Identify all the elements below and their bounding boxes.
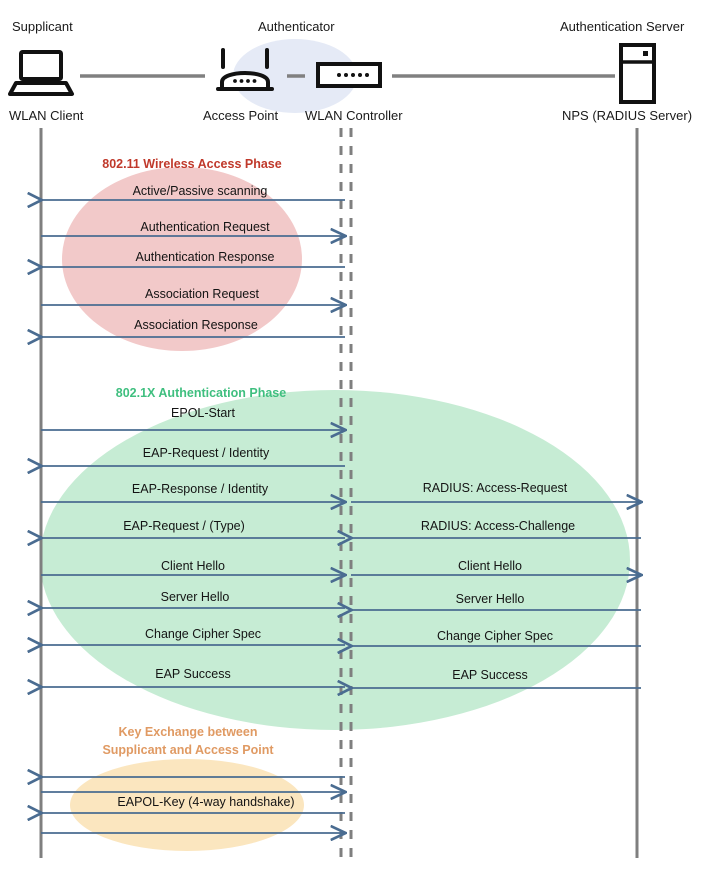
actor-role-authenticator: Authenticator (258, 19, 335, 34)
message-label-6: EAP-Request / Identity (142, 446, 270, 460)
message-label-10: Server Hello (160, 590, 230, 604)
message-label-2: Authentication Response (135, 250, 275, 264)
actor-device-access-point: Access Point (203, 108, 279, 123)
message-label-4: Association Response (134, 318, 258, 332)
phase-label-phase-802-1x: 802.1X Authentication Phase (91, 384, 311, 402)
message-label-7: EAP-Response / Identity (131, 482, 269, 496)
message-label-15: Client Hello (458, 559, 522, 573)
message-label-11: Change Cipher Spec (144, 627, 262, 641)
actor-device-wlan-client: WLAN Client (9, 108, 84, 123)
message-label-14: RADIUS: Access-Challenge (420, 519, 576, 533)
message-label-0: Active/Passive scanning (132, 184, 268, 198)
message-label-5: EPOL-Start (171, 406, 235, 420)
message-label-8: EAP-Request / (Type) (123, 519, 245, 533)
message-label-3: Association Request (145, 287, 259, 301)
lifeline-group (39, 128, 639, 858)
message-label-13: RADIUS: Access-Request (422, 481, 568, 495)
phase-label-line: Key Exchange between (118, 725, 258, 739)
message-label-9: Client Hello (161, 559, 225, 573)
actor-device-nps-radius-server: NPS (RADIUS Server) (562, 108, 693, 123)
network-switch-icon (316, 62, 382, 88)
phase-label-line: 802.1X Authentication Phase (115, 386, 287, 400)
message-label-1: Authentication Request (140, 220, 270, 234)
actor-role-authentication-server: Authentication Server (560, 19, 685, 34)
phase-ellipse-phase-key-exchange (70, 759, 304, 851)
actor-device-wlan-controller: WLAN Controller (305, 108, 403, 123)
message-label-21: EAPOL-Key (4-way handshake) (117, 795, 295, 809)
message-label-16: Server Hello (455, 592, 525, 606)
phase-label-phase-802-11: 802.11 Wireless Access Phase (82, 155, 302, 173)
actor-role-supplicant: Supplicant (12, 19, 73, 34)
laptop-icon (8, 50, 74, 96)
phase-label-line: Supplicant and Access Point (102, 743, 274, 758)
message-label-12: EAP Success (155, 667, 231, 681)
server-tower-icon (619, 43, 656, 104)
phase-label-line: 802.11 Wireless Access Phase (102, 157, 282, 171)
message-label-18: EAP Success (452, 668, 528, 682)
wireless-access-point-icon (216, 48, 274, 91)
message-arrow-group (41, 200, 641, 833)
message-label-17: Change Cipher Spec (436, 629, 554, 643)
